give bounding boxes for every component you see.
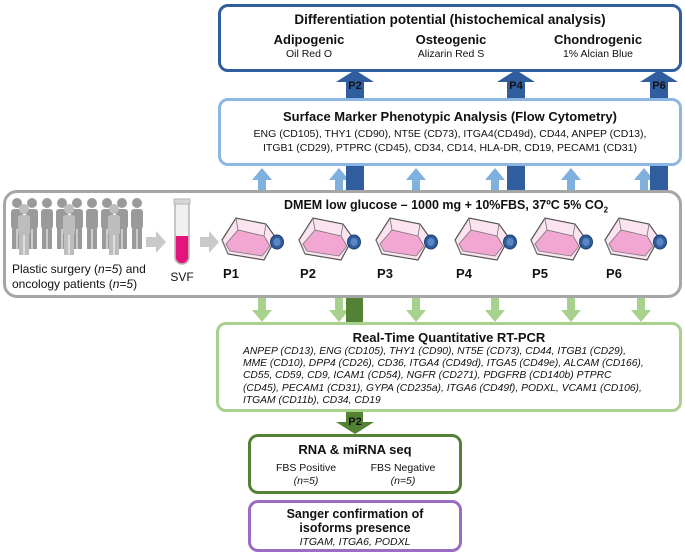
culture-medium-title: DMEM low glucose – 1000 mg + 10%FBS, 37º…: [284, 198, 608, 215]
passage-label-p6: P6: [606, 266, 622, 281]
differentiation-box: Differentiation potential (histochemical…: [218, 4, 682, 72]
arrow-label-p6: P6: [652, 80, 666, 92]
pcr-gene-line: CD55, CD59, CD9, ICAM1 (CD54), NGFR (CD2…: [243, 370, 612, 382]
passage-label-p3: P3: [377, 266, 393, 281]
up-arrow-light-blue: [252, 168, 272, 192]
patients-text: ): [133, 277, 138, 291]
down-arrow-light-green: [329, 298, 349, 322]
patients-text: oncology patients (: [12, 277, 113, 291]
diff-stain: Alizarin Red S: [417, 48, 485, 60]
culture-flask-icon: [221, 217, 284, 261]
flow-title: Surface Marker Phenotypic Analysis (Flow…: [282, 109, 617, 124]
sanger-box: Sanger confirmation of isoforms presence…: [248, 500, 462, 552]
right-arrow-gray: [146, 231, 166, 253]
culture-flask-icon: [530, 217, 593, 261]
right-arrow-gray: [200, 231, 219, 253]
patients-caption: Plastic surgery (n=5) and oncology patie…: [12, 262, 146, 292]
rna-group-label: FBS Positive: [275, 462, 337, 474]
culture-medium-subscript: 2: [603, 205, 609, 215]
down-arrow-dark-green-p2: [336, 298, 374, 434]
flow-markers-line2: ITGB1 (CD29), PTPRC (CD45), CD34, CD14, …: [262, 142, 637, 154]
patients-n: n=5: [98, 262, 119, 276]
patients-people-icon: [11, 198, 143, 255]
diff-col-osteogenic: Osteogenic Alizarin Red S: [386, 32, 516, 60]
flow-markers-line1: ENG (CD105), THY1 (CD90), NT5E (CD73), I…: [253, 128, 647, 140]
rna-title: RNA & miRNA seq: [298, 442, 412, 457]
rt-pcr-box: Real-Time Quantitative RT-PCR ANPEP (CD1…: [216, 322, 682, 412]
culture-flask-icon: [375, 217, 438, 261]
differentiation-title: Differentiation potential (histochemical…: [294, 12, 606, 27]
culture-flask-icon: [454, 217, 517, 261]
diff-name: Adipogenic: [273, 32, 345, 47]
sanger-title-line1: Sanger confirmation of: [286, 507, 424, 521]
down-arrow-light-green: [252, 298, 272, 322]
up-arrow-light-blue: [561, 168, 581, 192]
culture-flask-icon: [604, 217, 667, 261]
sanger-genes: ITGAM, ITGA6, PODXL: [299, 536, 411, 548]
up-arrow-light-blue: [485, 168, 505, 192]
diff-name: Chondrogenic: [553, 32, 643, 47]
passage-label-p5: P5: [532, 266, 548, 281]
arrow-label-p2: P2: [348, 80, 362, 92]
down-arrow-light-green: [406, 298, 426, 322]
patients-text: ) and: [118, 262, 146, 276]
culture-flask-icon: [298, 217, 361, 261]
down-arrow-light-green: [631, 298, 651, 322]
pcr-gene-line: (CD45), PECAM1 (CD31), GYPA (CD235a), IT…: [243, 382, 642, 394]
diff-name: Osteogenic: [415, 32, 487, 47]
diff-col-chondrogenic: Chondrogenic 1% Alcian Blue: [533, 32, 663, 60]
rna-group-label: FBS Negative: [370, 462, 436, 474]
pcr-gene-line: ANPEP (CD13), ENG (CD105), THY1 (CD90), …: [243, 346, 626, 357]
pcr-title: Real-Time Quantitative RT-PCR: [352, 330, 546, 345]
diff-stain: 1% Alcian Blue: [562, 48, 634, 60]
rna-group-n: (n=5): [293, 475, 319, 487]
arrow-label-p4: P4: [509, 80, 523, 92]
culture-medium-text: DMEM low glucose – 1000 mg + 10%FBS, 37º…: [284, 198, 604, 212]
rna-group-n: (n=5): [390, 475, 416, 487]
svf-label: SVF: [170, 270, 194, 284]
pcr-genes: ANPEP (CD13), ENG (CD105), THY1 (CD90), …: [243, 346, 644, 407]
rna-fbs-negative: FBS Negative (n=5): [355, 462, 451, 488]
pcr-gene-line: ITGAM (CD11b), CD34, CD19: [243, 394, 381, 406]
arrow-label-p2-green: P2: [348, 416, 362, 428]
up-arrow-light-blue: [329, 168, 349, 192]
up-arrow-light-blue: [634, 168, 654, 192]
diff-col-adipogenic: Adipogenic Oil Red O: [249, 32, 369, 60]
diff-stain: Oil Red O: [285, 48, 333, 60]
sanger-title-line2: isoforms presence: [299, 521, 411, 535]
down-arrow-light-green: [485, 298, 505, 322]
svf-tube-icon: [173, 198, 191, 265]
up-arrow-light-blue: [406, 168, 426, 192]
down-arrow-light-green: [561, 298, 581, 322]
passage-label-p1: P1: [223, 266, 239, 281]
flow-cytometry-box: Surface Marker Phenotypic Analysis (Flow…: [218, 98, 682, 166]
pcr-gene-line: MME (CD10), DPP4 (CD26), CD36, ITGA4 (CD…: [243, 358, 644, 370]
rna-seq-box: RNA & miRNA seq FBS Positive (n=5) FBS N…: [248, 434, 462, 494]
rna-fbs-positive: FBS Positive (n=5): [261, 462, 351, 488]
patients-text: Plastic surgery (: [12, 262, 99, 276]
culture-box: [3, 190, 682, 298]
patients-n: n=5: [112, 277, 134, 291]
passage-label-p2: P2: [300, 266, 316, 281]
passage-label-p4: P4: [456, 266, 472, 281]
